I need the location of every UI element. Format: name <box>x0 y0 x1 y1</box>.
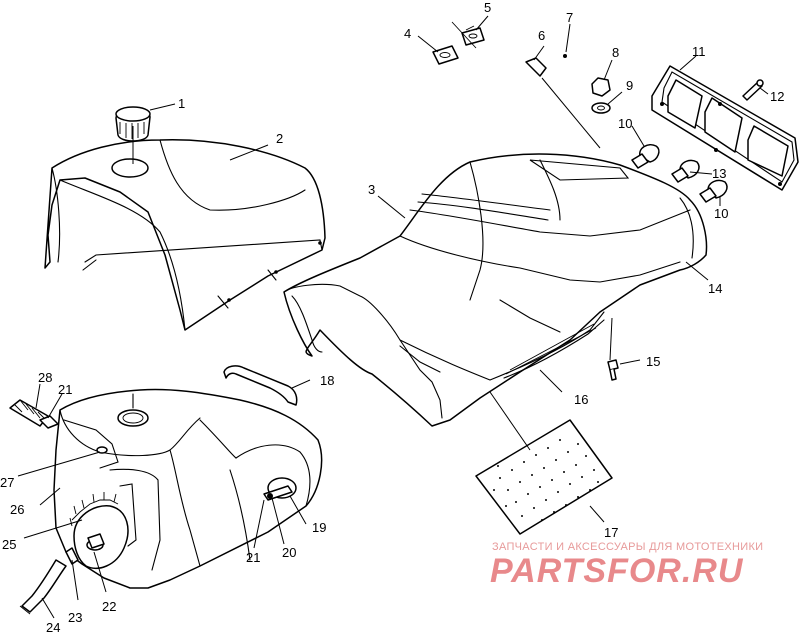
callout-4: 4 <box>404 26 411 41</box>
part-taillight-frame <box>651 65 799 191</box>
callout-23: 23 <box>68 610 82 625</box>
leader-lines <box>17 15 769 619</box>
callout-22: 22 <box>102 599 116 614</box>
callout-21-upper: 21 <box>58 382 72 397</box>
callout-1: 1 <box>178 96 185 111</box>
callout-10-upper: 10 <box>618 116 632 131</box>
part-foam-pad <box>475 419 613 535</box>
part-fuel-cap <box>115 106 151 142</box>
callout-9: 9 <box>626 78 633 93</box>
watermark-brand: PARTSFOR.RU <box>490 552 744 590</box>
callout-19: 19 <box>312 520 326 535</box>
callout-15: 15 <box>646 354 660 369</box>
callout-20: 20 <box>282 545 296 560</box>
part-spring <box>9 399 59 429</box>
callout-3: 3 <box>368 182 375 197</box>
callout-26: 26 <box>10 502 24 517</box>
part-screw-12 <box>742 79 764 101</box>
callout-14: 14 <box>708 281 722 296</box>
part-bulbs <box>631 144 728 203</box>
part-hose <box>19 547 79 615</box>
callout-12: 12 <box>770 89 784 104</box>
callout-28: 28 <box>38 370 52 385</box>
callout-16: 16 <box>574 392 588 407</box>
part-small-plates <box>432 21 485 65</box>
callout-6: 6 <box>538 28 545 43</box>
part-bolt-15 <box>607 359 619 381</box>
callout-24: 24 <box>46 620 60 634</box>
callout-2: 2 <box>276 131 283 146</box>
callout-25: 25 <box>2 537 16 552</box>
part-seat <box>283 153 708 427</box>
callout-21-lower: 21 <box>246 550 260 565</box>
part-nut-washer <box>591 77 611 114</box>
callout-10-lower: 10 <box>714 206 728 221</box>
callout-8: 8 <box>612 45 619 60</box>
callout-27: 27 <box>0 475 14 490</box>
part-front-cover <box>44 139 326 331</box>
callout-11: 11 <box>692 44 706 59</box>
watermark-tagline: ЗАПЧАСТИ И АКСЕССУАРЫ ДЛЯ МОТОТЕХНИКИ <box>492 541 764 553</box>
part-bracket <box>525 54 567 77</box>
part-strap <box>223 365 298 406</box>
callout-17: 17 <box>604 525 618 540</box>
callout-18: 18 <box>320 373 334 388</box>
callout-5: 5 <box>484 0 491 15</box>
callout-7: 7 <box>566 10 573 25</box>
part-fuel-tank <box>53 388 323 589</box>
callout-13: 13 <box>712 166 726 181</box>
